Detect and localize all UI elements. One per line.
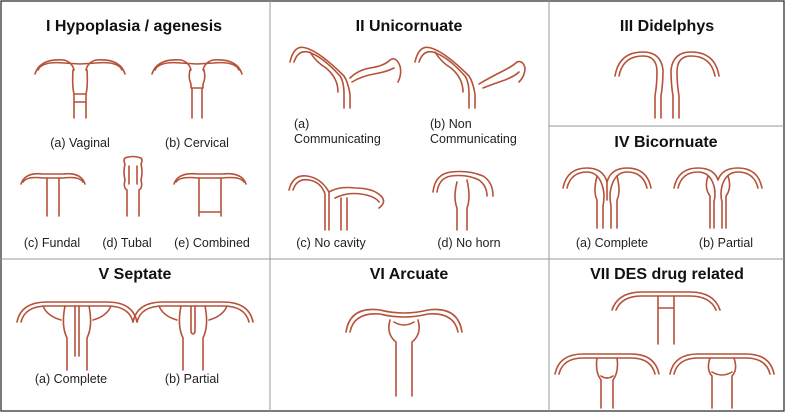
uterus-unicornuate-no-cavity [288,174,385,231]
uterus-unicornuate-communicating [289,46,402,109]
panel-title-arcuate: VI Arcuate [369,266,449,283]
caption-cervical: (b) Cervical [165,136,229,150]
uterus-unicornuate-no-horn [432,170,494,231]
caption-septate-partial: (b) Partial [164,372,220,386]
caption-vaginal: (a) Vaginal [50,136,110,150]
caption-no-horn: (d) No horn [437,236,501,250]
uterus-fundal [20,172,86,217]
caption-fundal: (c) Fundal [23,236,81,250]
uterus-des-2 [554,353,660,409]
panel-title-des: VII DES drug related [590,266,744,283]
caption-communicating: Communicating [294,132,381,146]
uterus-arcuate [345,308,463,397]
uterus-des-1 [611,291,721,345]
uterus-des-3 [669,353,775,409]
caption-non-label: (b) Non [430,117,472,131]
panel-title-didelphys: III Didelphys [619,18,715,35]
panel-title-septate: V Septate [98,266,172,283]
caption-septate-complete: (a) Complete [34,372,108,386]
uterus-septate-complete [16,301,138,371]
panel-title-bicornuate: IV Bicornuate [614,134,718,151]
caption-bicornuate-complete: (a) Complete [575,236,649,250]
panel-title-hypoplasia: I Hypoplasia / agenesis [45,18,223,35]
caption-communicating-label: (a) [294,117,310,131]
uterus-cervical [151,58,243,119]
uterus-bicornuate-partial [673,167,763,229]
panel-title-unicornuate: II Unicornuate [355,18,463,35]
uterus-didelphys [614,51,720,119]
uterus-combined [173,172,247,217]
uterus-septate-partial [132,301,254,371]
caption-tubal: (d) Tubal [102,236,152,250]
caption-no-cavity: (c) No cavity [296,236,366,250]
uterus-tubal [123,155,143,217]
caption-combined: (e) Combined [174,236,250,250]
uterus-unicornuate-non-communicating [414,46,526,109]
uterus-vaginal [34,58,126,119]
caption-bicornuate-partial: (b) Partial [698,236,754,250]
caption-non-communicating: Communicating [430,132,517,146]
uterus-bicornuate-complete [562,167,652,229]
